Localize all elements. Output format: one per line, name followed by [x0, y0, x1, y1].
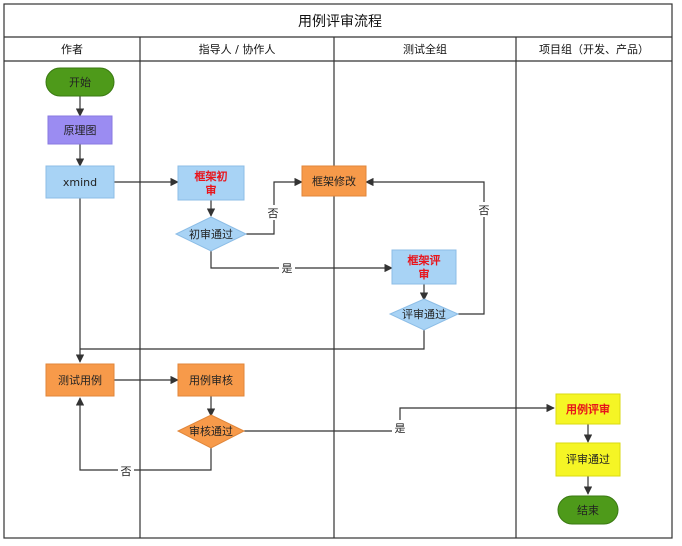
- edge-review-pass-no-to-modify: [365, 177, 485, 315]
- svg-text:框架评: 框架评: [408, 253, 441, 267]
- node-case-audit: 用例审核: [177, 363, 245, 397]
- svg-text:用例评审: 用例评审: [566, 402, 610, 416]
- svg-text:评审通过: 评审通过: [402, 307, 446, 321]
- svg-text:评审通过: 评审通过: [566, 452, 610, 466]
- node-end: 结束: [557, 495, 619, 525]
- svg-text:框架修改: 框架修改: [312, 174, 356, 188]
- svg-text:审: 审: [206, 183, 217, 197]
- edge-labels: 否 是 否 否 是: [118, 202, 492, 478]
- node-case-review: 用例评审: [555, 393, 621, 425]
- node-frame-review: 框架评 审: [391, 249, 457, 285]
- node-frame-modify: 框架修改: [301, 165, 367, 197]
- node-schematic: 原理图: [47, 115, 113, 145]
- svg-text:用例审核: 用例审核: [189, 373, 233, 387]
- diagram-title: 用例评审流程: [298, 14, 382, 30]
- svg-text:初审通过: 初审通过: [189, 227, 233, 241]
- node-start: 开始: [45, 67, 115, 97]
- label-review-no: 否: [479, 204, 490, 217]
- edge-first-pass-yes-to-review: [210, 250, 393, 273]
- svg-text:原理图: 原理图: [64, 124, 97, 137]
- node-audit-pass: 审核通过: [176, 414, 246, 449]
- node-frame-first-review: 框架初 审: [177, 165, 245, 201]
- label-audit-yes: 是: [395, 422, 406, 435]
- svg-text:开始: 开始: [69, 75, 91, 89]
- svg-text:结束: 结束: [577, 504, 599, 517]
- lane-header-author: 作者: [61, 43, 83, 56]
- edge-review-pass-yes-to-test-cases: [80, 330, 425, 350]
- connectors: [75, 96, 593, 495]
- edge-audit-pass-no-to-test-cases: [75, 397, 212, 471]
- label-first-no: 否: [268, 207, 279, 220]
- edge-audit-pass-yes-to-case-review: [244, 403, 555, 432]
- svg-text:框架初: 框架初: [195, 169, 228, 183]
- node-case-review-pass: 评审通过: [555, 442, 621, 477]
- label-audit-no: 否: [121, 465, 132, 478]
- lane-header-test-group: 测试全组: [403, 42, 447, 56]
- svg-text:测试用例: 测试用例: [58, 373, 102, 387]
- lane-header-project-group: 项目组（开发、产品）: [539, 42, 649, 56]
- svg-text:xmind: xmind: [63, 176, 97, 189]
- lane-header-mentor: 指导人 / 协作人: [199, 42, 276, 56]
- node-xmind: xmind: [45, 165, 115, 199]
- node-test-cases: 测试用例: [45, 363, 115, 397]
- svg-text:审: 审: [419, 267, 430, 281]
- svg-text:审核通过: 审核通过: [189, 424, 233, 438]
- node-first-review-pass: 初审通过: [174, 216, 248, 252]
- node-review-pass: 评审通过: [388, 298, 460, 331]
- label-first-yes: 是: [282, 262, 293, 275]
